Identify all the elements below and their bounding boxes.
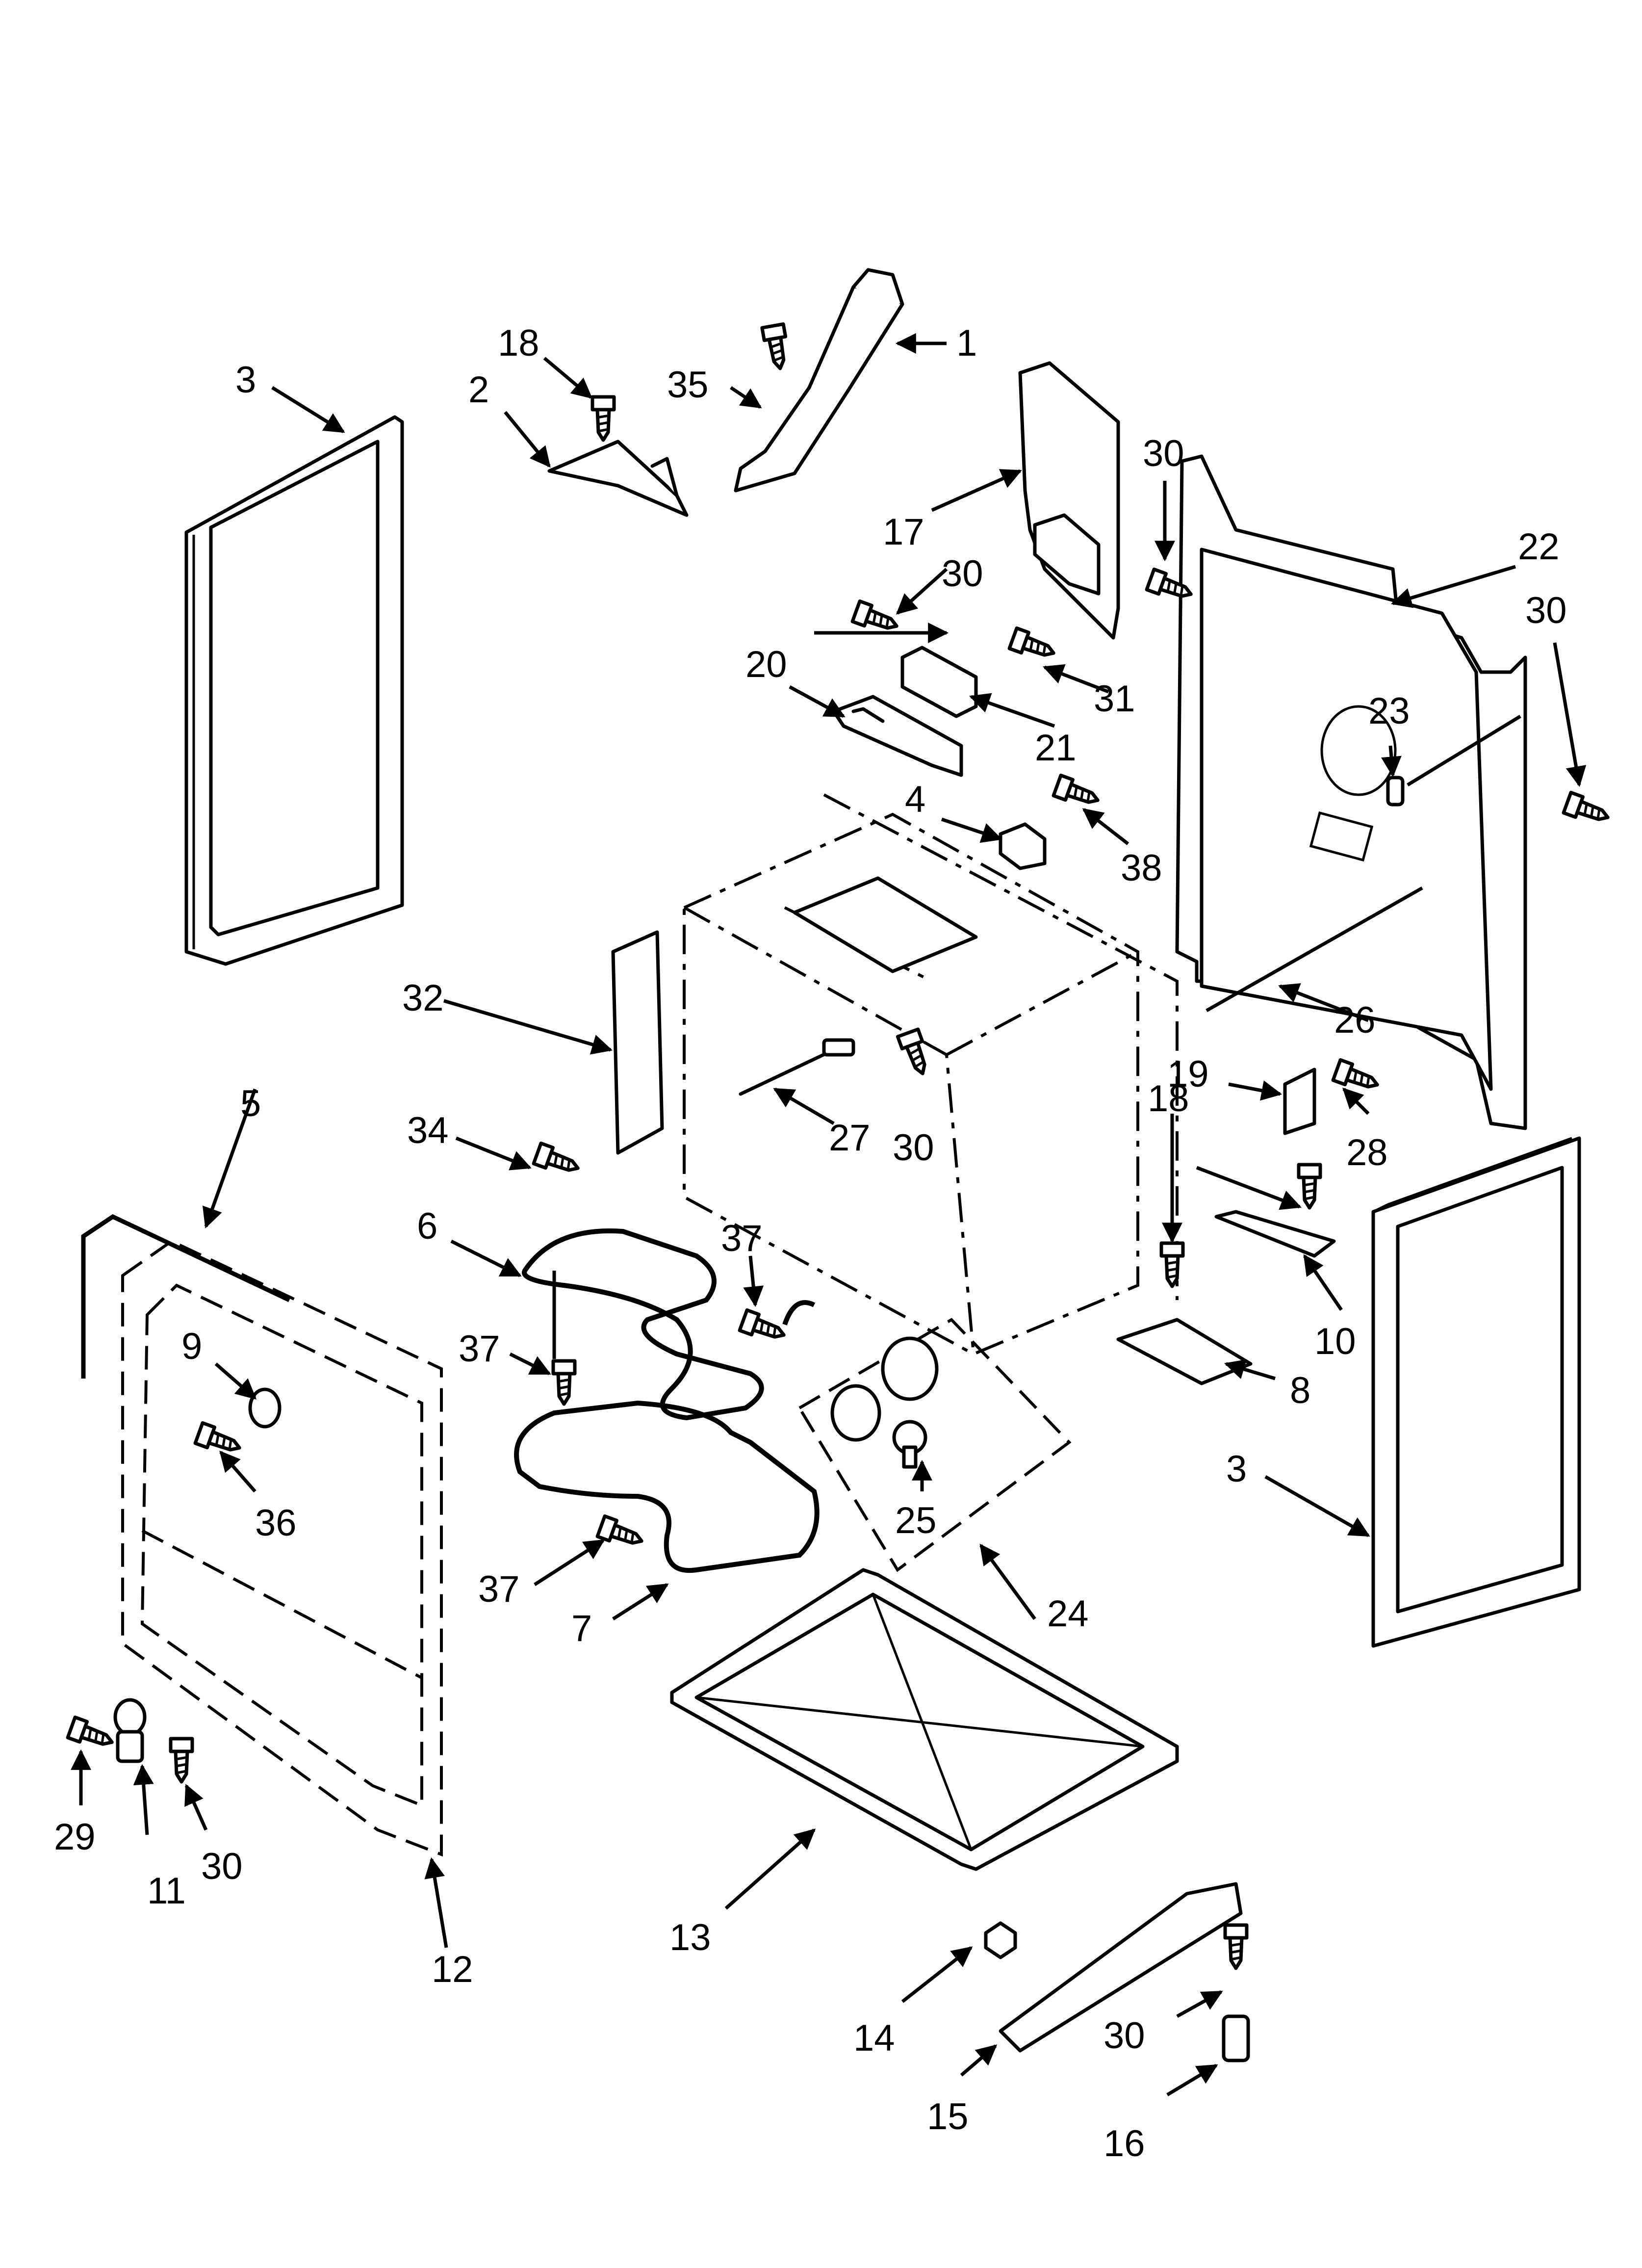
clip <box>999 822 1047 870</box>
callout-22: 22 <box>1518 526 1560 568</box>
callout-21: 21 <box>1035 727 1077 769</box>
callout-11: 11 <box>147 1870 186 1912</box>
callout-32: 32 <box>402 977 444 1019</box>
callout-10: 10 <box>1314 1321 1356 1362</box>
temperature-sensor <box>739 1038 855 1096</box>
callout-4: 4 <box>905 779 925 820</box>
side-panel-right <box>1371 1136 1581 1648</box>
callout-16: 16 <box>1103 2123 1145 2164</box>
anti-tip-bracket <box>1116 1318 1253 1385</box>
front-rail <box>999 1882 1243 2053</box>
callout-38: 38 <box>1121 847 1162 889</box>
callout-36: 36 <box>255 1502 297 1544</box>
callout-2: 2 <box>468 369 489 411</box>
callout-18-top: 18 <box>498 322 539 364</box>
callout-37-top: 37 <box>721 1218 763 1259</box>
pan-clip <box>984 1921 1017 1959</box>
callout-25: 25 <box>895 1500 937 1541</box>
shield <box>1018 361 1120 640</box>
callout-30-right: 30 <box>1525 590 1567 631</box>
callout-17: 17 <box>883 511 924 553</box>
callout-labels: 1 2 3 3 4 5 6 7 8 9 10 11 12 13 14 15 16… <box>54 322 1567 2164</box>
vent-duct <box>734 268 904 493</box>
callout-26: 26 <box>1334 999 1376 1041</box>
callout-30-top: 30 <box>1143 433 1184 474</box>
callout-31: 31 <box>1094 678 1135 720</box>
callout-3-left: 3 <box>235 359 256 401</box>
callout-9: 9 <box>181 1326 202 1367</box>
bracket <box>547 440 689 517</box>
hinge-bracket <box>1214 1210 1336 1258</box>
callout-24: 24 <box>1047 1593 1089 1635</box>
bottom-pan <box>670 1568 1179 1871</box>
leveling-leg <box>1222 2014 1250 2062</box>
front-frame <box>121 1239 443 1857</box>
callout-35: 35 <box>667 364 709 406</box>
control-bracket <box>611 930 664 1155</box>
wire-clip <box>1283 1068 1316 1135</box>
callout-30-bottom-left: 30 <box>201 1846 243 1887</box>
callout-29: 29 <box>54 1816 96 1858</box>
callout-13: 13 <box>669 1917 711 1958</box>
stud <box>1386 776 1405 807</box>
callout-37-left: 37 <box>459 1328 500 1370</box>
callout-27: 27 <box>829 1117 871 1159</box>
callout-14: 14 <box>853 2017 895 2059</box>
leader-lines <box>71 333 1587 2097</box>
side-panel-left <box>184 415 404 966</box>
callout-5: 5 <box>240 1083 261 1124</box>
callout-1: 1 <box>956 322 977 364</box>
door-gasket <box>81 1214 290 1379</box>
terminal-block <box>900 646 978 718</box>
callout-30-upper-left: 30 <box>942 553 983 595</box>
rear-panel <box>1175 454 1527 1130</box>
callout-28: 28 <box>1346 1132 1388 1173</box>
callout-30-bottom-right: 30 <box>1103 2015 1145 2057</box>
callout-15: 15 <box>927 2096 969 2138</box>
callout-12: 12 <box>432 1949 473 1990</box>
callout-19: 19 <box>1167 1053 1209 1095</box>
mounting-bracket <box>832 695 963 777</box>
callout-3-right: 3 <box>1226 1448 1247 1490</box>
callout-34: 34 <box>407 1110 449 1151</box>
callout-7: 7 <box>571 1608 592 1649</box>
callout-6: 6 <box>417 1205 437 1247</box>
callout-37-bottom: 37 <box>478 1568 520 1610</box>
callout-20: 20 <box>745 644 787 685</box>
callout-18-right: 18 <box>1148 1078 1189 1120</box>
broil-element <box>522 1228 816 1421</box>
light-assembly <box>798 1318 1072 1572</box>
callout-8: 8 <box>1290 1370 1310 1411</box>
leveling-foot <box>113 1698 147 1763</box>
callout-23: 23 <box>1368 690 1410 732</box>
callout-30-middle: 30 <box>893 1127 934 1169</box>
bake-element <box>514 1400 820 1573</box>
oven-cavity <box>683 793 1179 1356</box>
stud-knob <box>248 1387 282 1429</box>
